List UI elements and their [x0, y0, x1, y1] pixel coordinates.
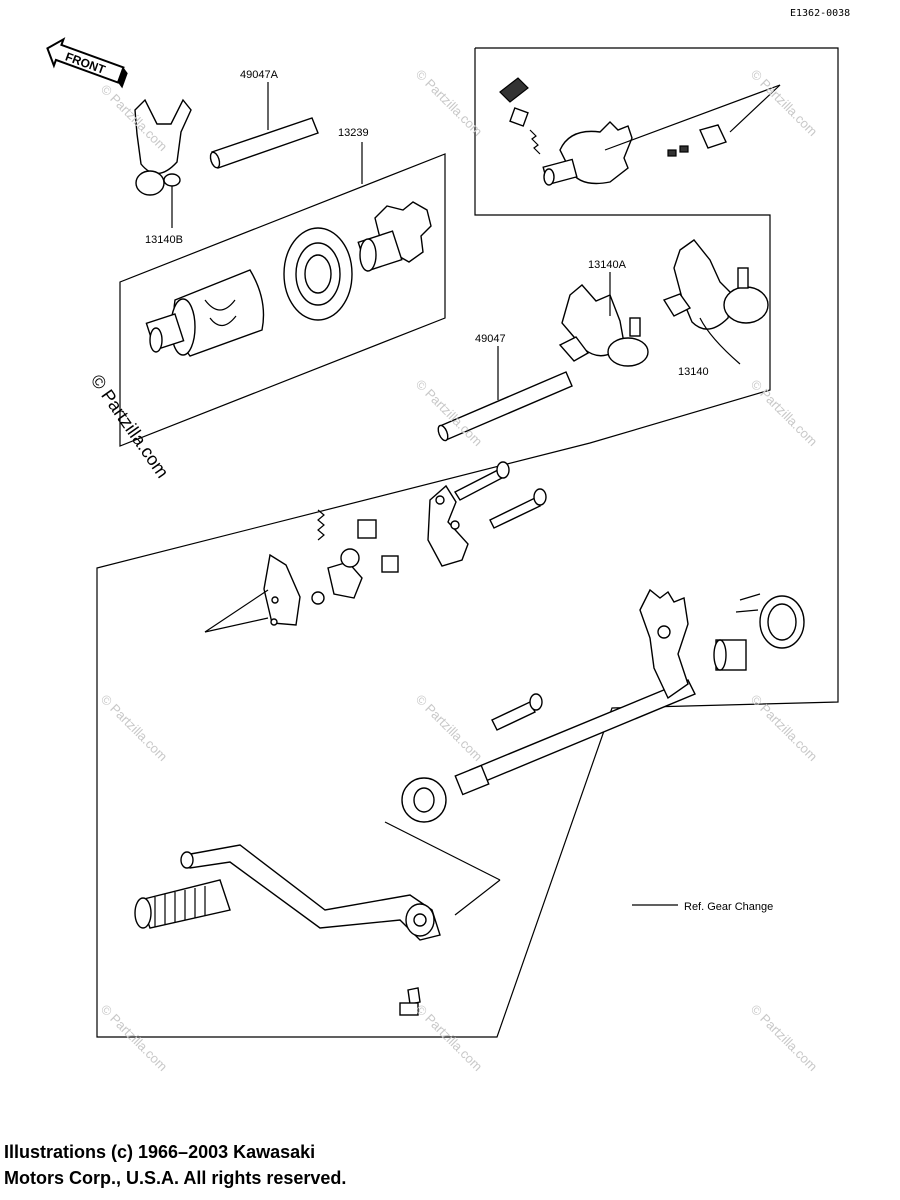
part-label-49047a: 49047A [240, 69, 279, 81]
ref-gear-change-label: Ref. Gear Change [684, 901, 773, 913]
watermark: © Partzilla.com [748, 377, 821, 450]
linkage-assembly[interactable] [263, 461, 547, 626]
watermark-grid: © Partzilla.com © Partzilla.com © Partzi… [98, 67, 821, 1075]
return-spring[interactable] [735, 593, 805, 649]
front-arrow: FRONT [46, 37, 128, 89]
watermark: © Partzilla.com [98, 1002, 171, 1075]
pedal-rubber[interactable] [134, 879, 231, 929]
copyright-line-2: Motors Corp., U.S.A. All rights reserved… [4, 1168, 347, 1188]
parts-diagram: E1362-0038 FRONT 13140B 49047A 13239 [46, 8, 850, 1075]
copyright-line-1: Illustrations (c) 1966–2003 Kawasaki [4, 1142, 316, 1162]
star-holder[interactable] [357, 201, 432, 272]
watermark: © Partzilla.com [98, 692, 171, 765]
gear-shift-shaft[interactable] [454, 588, 696, 796]
shift-shaft-49047[interactable] [436, 371, 573, 442]
shift-shaft-49047a[interactable] [209, 117, 319, 169]
shift-pedal[interactable] [180, 844, 441, 941]
shift-fork-13140b[interactable] [134, 98, 192, 196]
shaft-collar[interactable] [713, 639, 747, 671]
shift-fork-13140[interactable] [662, 239, 769, 330]
copyright-notice: Illustrations (c) 1966–2003 Kawasaki Mot… [4, 1139, 346, 1191]
part-label-13140b: 13140B [145, 234, 183, 246]
drum-bearing[interactable] [283, 227, 353, 321]
part-label-13239: 13239 [338, 127, 369, 139]
part-label-13140a: 13140A [588, 259, 627, 271]
side-watermark: © Partzilla.com [87, 371, 173, 482]
detent-assembly[interactable] [499, 77, 727, 186]
assembly-outline [96, 47, 839, 1038]
watermark: © Partzilla.com [413, 692, 486, 765]
drum-kit-box [119, 153, 446, 447]
diagram-code: E1362-0038 [790, 8, 850, 19]
watermark: © Partzilla.com [748, 67, 821, 140]
part-label-49047: 49047 [475, 333, 506, 345]
watermark: © Partzilla.com [98, 82, 171, 155]
pedal-bolt[interactable] [399, 987, 421, 1016]
shaft-seal[interactable] [401, 777, 447, 823]
watermark: © Partzilla.com [748, 1002, 821, 1075]
shift-drum[interactable] [145, 269, 265, 357]
stud-bolt[interactable] [491, 693, 543, 731]
part-label-13140: 13140 [678, 366, 709, 378]
shift-fork-13140a[interactable] [558, 284, 649, 367]
watermark: © Partzilla.com [413, 1002, 486, 1075]
